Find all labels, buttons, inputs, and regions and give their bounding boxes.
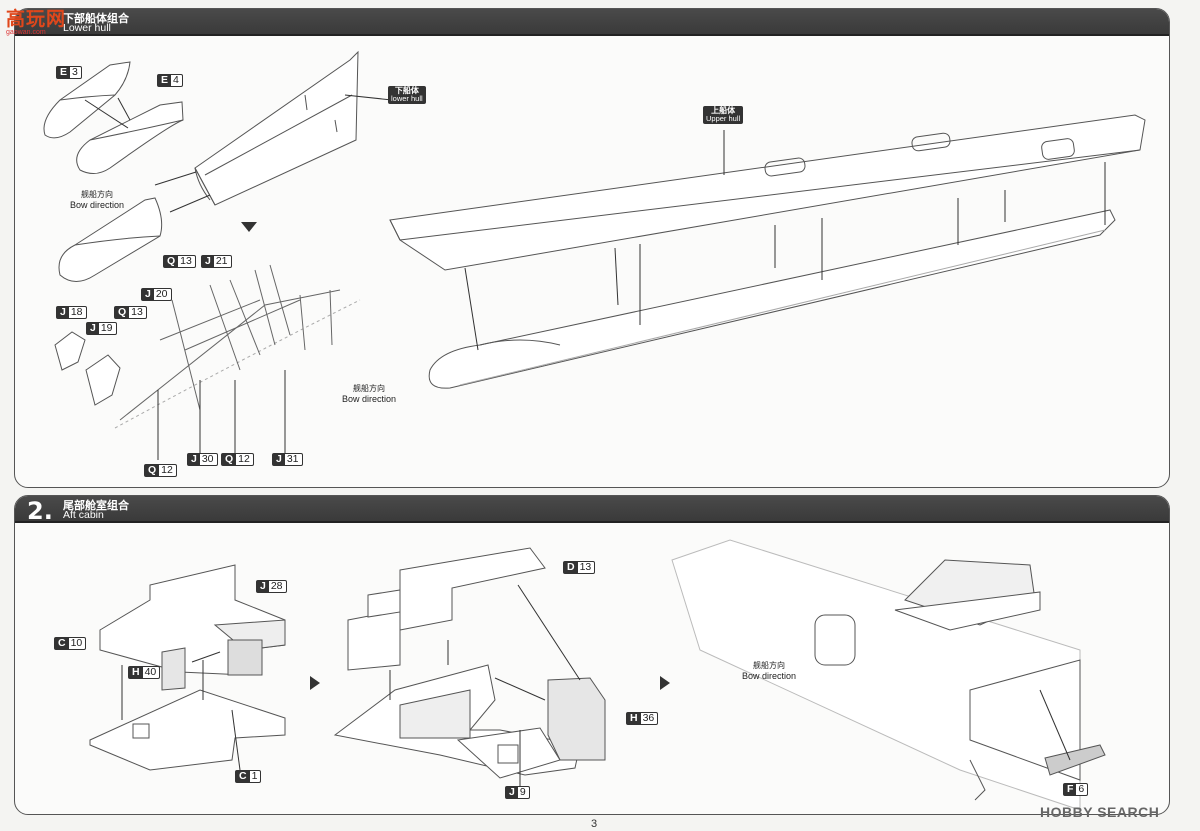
watermark-logo: 高玩网 gaowan.com <box>6 4 66 36</box>
sequence-arrow-down-icon <box>241 222 257 232</box>
lower-hull-bow-section <box>194 50 359 206</box>
rudder-j19 <box>85 354 121 406</box>
shaft-struts <box>114 264 361 429</box>
brand-watermark: HOBBY SEARCH <box>1040 804 1160 820</box>
step-1-title-en: Lower hull <box>63 22 111 34</box>
step-1-title-cn: 下部船体组合 <box>63 12 129 25</box>
step-2-header: 2. 尾部舱室组合 Aft cabin <box>15 496 1169 525</box>
lower-hull <box>428 209 1116 389</box>
watermark-text: 高玩网 <box>6 8 67 30</box>
upper-hull <box>389 114 1146 271</box>
page-number: 3 <box>591 818 598 830</box>
bow-piece-e3 <box>43 61 131 139</box>
step-2-title-cn: 尾部舱室组合 <box>63 499 129 512</box>
step2-arrows-a <box>121 651 241 771</box>
bow-direction-label-3: 舰船方向 Bow direction <box>742 661 797 681</box>
watermark-url: gaowan.com <box>6 29 46 36</box>
sequence-arrow-right-icon <box>660 676 670 690</box>
step-2-title-en: Aft cabin <box>63 509 104 521</box>
bow-direction-label-1: 舰船方向 Bow direction <box>70 190 125 210</box>
bow-piece-e4 <box>76 101 184 174</box>
aft-cabin-midstage <box>333 547 606 779</box>
aft-hull-assembled <box>671 539 1106 811</box>
step-2-number: 2. <box>27 497 53 525</box>
lower-hull-label: 下船体 lower hull <box>388 86 426 104</box>
bow-direction-label-2: 舰船方向 Bow direction <box>342 384 397 404</box>
bow-assembled <box>58 197 163 282</box>
sequence-arrow-right-icon <box>310 676 320 690</box>
step-1-header: 下部船体组合 Lower hull <box>15 9 1169 36</box>
rudder-j18 <box>54 331 86 371</box>
aft-cabin-parts <box>89 564 286 771</box>
step2-arrows-b <box>389 584 581 790</box>
hull-alignment-arrows <box>344 94 1106 351</box>
upper-hull-label: 上船体 Upper hull <box>703 106 744 124</box>
